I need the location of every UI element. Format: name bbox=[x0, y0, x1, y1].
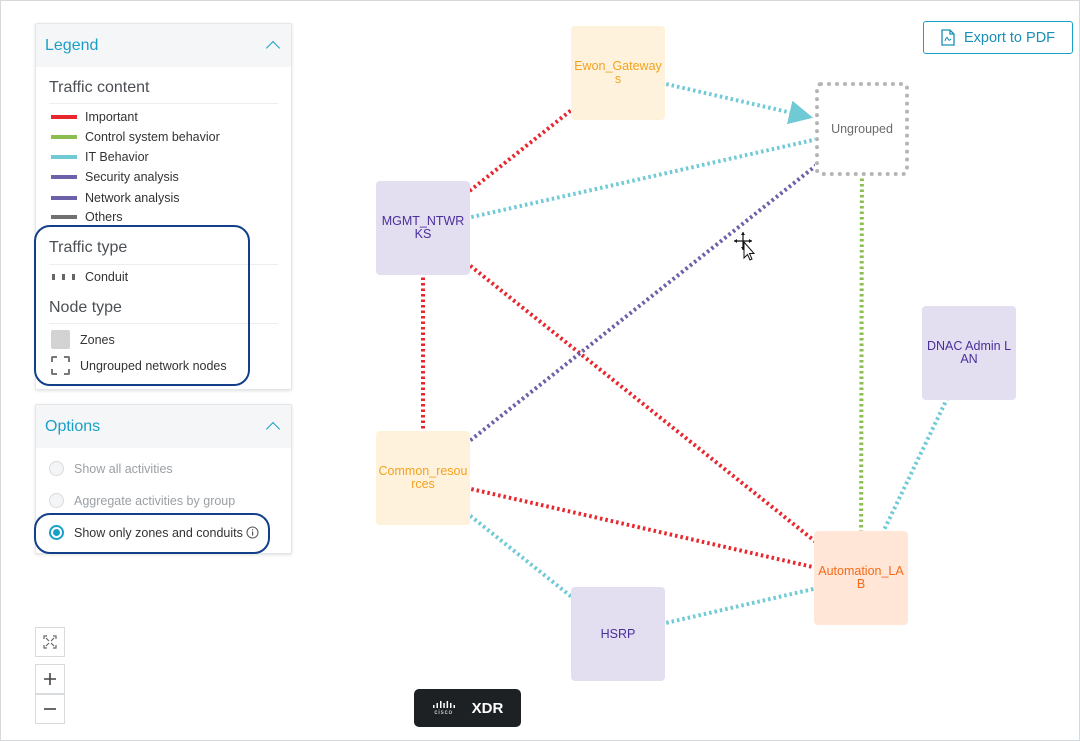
traffic-content-title: Traffic content bbox=[49, 79, 150, 96]
chevron-up-icon[interactable] bbox=[265, 40, 281, 56]
cisco-logo: cisco bbox=[432, 700, 456, 716]
graph-node-ungrouped[interactable]: Ungrouped bbox=[815, 82, 909, 176]
legend-item-label: Control system behavior bbox=[85, 130, 220, 144]
legend-item-zones: Zones bbox=[51, 330, 115, 349]
highlight-outline bbox=[34, 513, 270, 554]
divider bbox=[49, 264, 278, 265]
chevron-up-icon[interactable] bbox=[265, 421, 281, 437]
legend-item-label: IT Behavior bbox=[85, 150, 149, 164]
product-name: XDR bbox=[471, 699, 504, 717]
legend-item-label: Network analysis bbox=[85, 191, 180, 205]
conduit-edge-mgmt-automation[interactable] bbox=[421, 226, 863, 580]
pdf-file-icon bbox=[941, 29, 955, 46]
options-title: Options bbox=[45, 417, 101, 435]
minus-icon bbox=[44, 708, 56, 710]
legend-item-label: Ungrouped network nodes bbox=[80, 358, 227, 373]
graph-node-dnac[interactable]: DNAC Admin LAN bbox=[922, 306, 1016, 400]
legend-title: Legend bbox=[45, 36, 99, 54]
export-to-pdf-button[interactable]: Export to PDF bbox=[923, 21, 1073, 54]
legend-item-control-system: Control system behavior bbox=[51, 130, 220, 144]
edges bbox=[421, 71, 971, 636]
options-header[interactable]: Options bbox=[36, 405, 291, 448]
node-label: HSRP bbox=[600, 626, 636, 641]
conduit-edge-common-automation[interactable] bbox=[422, 476, 862, 580]
graph-node-ewon[interactable]: Ewon_Gateways bbox=[571, 26, 665, 120]
node-label: Common_resources bbox=[378, 464, 468, 491]
legend-item-label: Zones bbox=[80, 332, 115, 347]
conduit-icon bbox=[52, 274, 75, 280]
divider bbox=[49, 323, 278, 324]
divider bbox=[49, 103, 278, 104]
graph-node-automation[interactable]: Automation_LAB bbox=[814, 531, 908, 625]
plus-icon bbox=[44, 673, 56, 685]
option-label: Show only zones and conduits bbox=[74, 525, 243, 540]
option-show-zones-conduits[interactable]: Show only zones and conduits bbox=[49, 525, 259, 540]
conduit-edge-mgmt-ungrouped[interactable] bbox=[422, 127, 863, 230]
legend-item-important: Important bbox=[51, 110, 138, 124]
color-swatch bbox=[51, 115, 77, 119]
graph-node-hsrp[interactable]: HSRP bbox=[571, 587, 665, 681]
color-swatch bbox=[51, 215, 77, 219]
node-label: DNAC Admin LAN bbox=[926, 339, 1012, 366]
legend-item-label: Important bbox=[85, 110, 138, 124]
legend-item-label: Conduit bbox=[85, 270, 129, 284]
options-panel: Options Show all activities Aggregate ac… bbox=[35, 404, 292, 554]
radio-button[interactable] bbox=[49, 493, 64, 508]
export-button-label: Export to PDF bbox=[963, 29, 1056, 46]
legend-item-network-analysis: Network analysis bbox=[51, 191, 179, 205]
zoom-out-button[interactable] bbox=[35, 694, 65, 724]
conduit-edge-common-ungrouped[interactable] bbox=[421, 127, 864, 480]
highlight-outline bbox=[34, 225, 250, 386]
brand-badge: cisco XDR bbox=[414, 689, 521, 727]
option-label: Show all activities bbox=[74, 461, 173, 476]
legend-item-label: Others bbox=[85, 210, 123, 224]
radio-button-selected[interactable] bbox=[49, 525, 64, 540]
color-swatch bbox=[51, 196, 77, 200]
node-label: MGMT_NTWRKS bbox=[381, 214, 465, 241]
zoom-in-button[interactable] bbox=[35, 664, 65, 694]
color-swatch bbox=[51, 135, 77, 139]
legend-item-conduit: Conduit bbox=[51, 270, 128, 284]
graph-node-common[interactable]: Common_resources bbox=[376, 431, 470, 525]
color-swatch bbox=[51, 175, 77, 179]
conduit-edge-ungrouped-automation[interactable] bbox=[859, 128, 864, 579]
traffic-type-title: Traffic type bbox=[49, 239, 128, 256]
legend-item-security-analysis: Security analysis bbox=[51, 170, 179, 184]
node-label: Ewon_Gateways bbox=[574, 59, 662, 86]
legend-header[interactable]: Legend bbox=[36, 24, 291, 67]
legend-item-others: Others bbox=[51, 210, 123, 224]
legend-item-label: Security analysis bbox=[85, 170, 179, 184]
legend-item-it-behavior: IT Behavior bbox=[51, 150, 149, 164]
node-label: Automation_LAB bbox=[818, 564, 904, 591]
info-icon[interactable] bbox=[246, 526, 259, 539]
node-label: Ungrouped bbox=[831, 121, 893, 136]
option-aggregate-activities[interactable]: Aggregate activities by group bbox=[49, 493, 235, 508]
color-swatch bbox=[51, 155, 77, 159]
option-label: Aggregate activities by group bbox=[74, 493, 236, 508]
move-cursor-icon bbox=[734, 232, 756, 261]
fit-screen-icon bbox=[43, 635, 57, 649]
graph-node-mgmt[interactable]: MGMT_NTWRKS bbox=[376, 181, 470, 275]
zone-square-icon bbox=[51, 330, 70, 349]
legend-item-ungrouped-nodes: Ungrouped network nodes bbox=[51, 356, 227, 375]
radio-button[interactable] bbox=[49, 461, 64, 476]
dashed-square-icon bbox=[51, 356, 70, 375]
node-type-title: Node type bbox=[49, 299, 122, 316]
option-show-all-activities[interactable]: Show all activities bbox=[49, 461, 173, 476]
fit-screen-button[interactable] bbox=[35, 627, 65, 657]
